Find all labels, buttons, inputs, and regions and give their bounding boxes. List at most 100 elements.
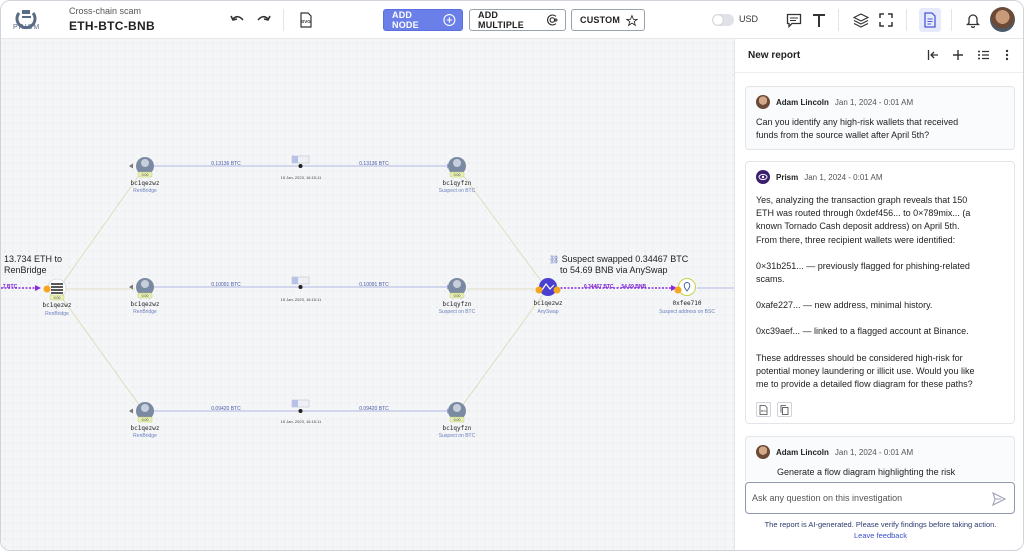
ask-placeholder: Ask any question on this investigation (752, 493, 903, 503)
message-paragraph: Yes, analyzing the transaction graph rev… (756, 194, 1004, 247)
message-date: Jan 1, 2024 - 0:01 AM (834, 97, 914, 107)
chat-message-assistant: Prism Jan 1, 2024 - 0:01 AM Yes, analyzi… (745, 161, 1015, 424)
node-tag: 0.00 (53, 296, 61, 300)
add-multiple-icon (547, 14, 559, 26)
add-node-button[interactable]: ADD NODE (383, 9, 463, 31)
collapse-panel-icon[interactable] (926, 48, 940, 62)
copy-button[interactable] (777, 402, 792, 417)
link-icon: ⛓ (549, 255, 560, 264)
node-bsc-suspect[interactable] (674, 278, 696, 296)
redo-icon[interactable] (254, 11, 272, 29)
export-pdf-button[interactable]: PDF (756, 402, 771, 417)
node-renbridge-source[interactable] (43, 278, 67, 301)
leave-feedback-link[interactable]: Leave feedback (854, 531, 907, 540)
list-icon[interactable] (976, 48, 990, 62)
graph-svg (1, 155, 734, 423)
edge-amount: 0.10091 BTC (359, 282, 389, 288)
message-line: These addresses should be considered hig… (756, 352, 963, 363)
message-line: scams. (756, 274, 785, 285)
node-tag: 0.00 (141, 294, 149, 298)
message-body: Generate a flow diagram highlighting the… (777, 466, 1004, 479)
message-line: 0xafe227... — new address, minimal histo… (756, 300, 933, 311)
add-multiple-label: ADD MULTIPLE (478, 10, 524, 30)
logo-text: PRISM (13, 24, 41, 31)
edge-amount: 0.13136 BTC (359, 161, 389, 167)
message-body: Can you identify any high-risk wallets t… (756, 116, 1004, 142)
layers-icon[interactable] (852, 11, 870, 29)
fullscreen-icon[interactable] (877, 11, 895, 29)
message-line: Can you identify any high-risk wallets t… (756, 117, 959, 127)
arrowhead (129, 408, 133, 414)
message-paragraph: These addresses should be considered hig… (756, 352, 1004, 392)
message-header: Prism Jan 1, 2024 - 0:01 AM (756, 170, 883, 184)
chat-message-user: Adam Lincoln Jan 1, 2024 - 0:01 AM Gener… (745, 436, 1015, 481)
node-renbridge-bottom[interactable] (136, 402, 154, 423)
avatar (756, 445, 770, 459)
custom-button[interactable]: CUSTOM (571, 9, 645, 31)
node-entity: RenBridge (45, 311, 69, 317)
report-icon[interactable] (921, 11, 939, 29)
node-address: bc1qezwz (130, 425, 160, 432)
node-renbridge-top[interactable] (136, 157, 154, 178)
node-suspect-top[interactable] (448, 157, 466, 178)
message-author: Adam Lincoln (776, 447, 829, 457)
node-anyswap[interactable] (535, 278, 561, 296)
plus-circle-icon (443, 13, 456, 27)
case-title[interactable]: ETH-BTC-BNB (69, 19, 155, 33)
annotation-line: to 54.69 BNB via AnySwap (560, 265, 668, 275)
message-paragraph: 0xc39aef... — linked to a flagged accoun… (756, 325, 1004, 338)
usd-toggle[interactable] (712, 14, 734, 26)
arrowhead (35, 285, 41, 291)
message-line: Generate a flow diagram highlighting the… (777, 467, 956, 477)
send-icon[interactable] (991, 491, 1007, 507)
message-line: 0×31b251... — previously flagged for phi… (756, 260, 970, 271)
user-avatar[interactable] (990, 7, 1015, 32)
export-svg-icon[interactable]: SVG (297, 11, 315, 29)
toolbar-divider (283, 9, 284, 31)
node-address: bc1qyfzn (442, 301, 472, 308)
arrowhead (129, 163, 133, 169)
node-entity: RenBridge (133, 433, 157, 439)
more-options-icon[interactable] (1000, 48, 1014, 62)
node-renbridge-mid[interactable] (136, 278, 154, 299)
ai-disclaimer: The report is AI-generated. Please verif… (764, 520, 997, 529)
annotation-line: RenBridge (4, 265, 47, 275)
message-line: Yes, analyzing the transaction graph rev… (756, 195, 968, 205)
currency-label: USD (739, 14, 759, 24)
message-line: 0xc39aef... — linked to a flagged accoun… (756, 326, 969, 337)
star-plus-icon (626, 14, 638, 26)
svg-text:PDF: PDF (761, 409, 767, 413)
edge-date: 15 Jan, 2023, 16:15:11 (280, 419, 322, 424)
annotation-text: Suspect swapped 0.34467 BTC (561, 254, 689, 264)
node-address: bc1qezwz (130, 180, 160, 187)
prism-logo-icon[interactable] (11, 7, 41, 35)
annotation-eth-renbridge[interactable]: 13.734 ETH to RenBridge (4, 254, 74, 276)
edge-date: 15 Jan, 2023, 16:15:11 (280, 297, 322, 302)
undo-icon[interactable] (229, 11, 247, 29)
edge-date: 15 Jan, 2023, 16:15:11 (280, 175, 322, 180)
comment-icon[interactable] (785, 11, 803, 29)
edge-marker (291, 276, 310, 289)
text-tool-icon[interactable] (810, 11, 828, 29)
bell-icon[interactable] (964, 11, 982, 29)
message-line: me to provide a detailed flow diagram fo… (756, 379, 973, 390)
annotation-swap[interactable]: ⛓ Suspect swapped 0.34467 BTC to 54.69 B… (549, 254, 719, 276)
toolbar-divider (838, 9, 839, 31)
node-suspect-bottom[interactable] (448, 402, 466, 423)
annotation-line: 13.734 ETH to (4, 254, 63, 264)
edge-connector (56, 166, 146, 292)
message-line: ETH was routed through 0xdef456... to 0×… (756, 208, 971, 219)
report-panel: New report Adam Lincoln Jan 1, 2024 - 0:… (734, 39, 1023, 550)
ask-input[interactable]: Ask any question on this investigation (745, 482, 1015, 514)
add-multiple-button[interactable]: ADD MULTIPLE (469, 9, 566, 31)
node-suspect-mid[interactable] (448, 278, 466, 299)
graph-canvas[interactable]: bc1qezwz RenBridge bc1qezwz RenBridge bc… (1, 39, 734, 550)
top-bar: PRISM Cross-chain scam ETH-BTC-BNB SVG A… (1, 1, 1023, 39)
incoming-edge-amount: 7 BTC (2, 284, 18, 290)
message-line: known Tornado Cash deposit address) on A… (756, 221, 960, 232)
message-header: Adam Lincoln Jan 1, 2024 - 0:01 AM (756, 445, 913, 459)
edge-amount: 0.09420 BTC (211, 406, 241, 412)
edge-connector (56, 290, 146, 414)
arrowhead (129, 284, 133, 290)
plus-icon[interactable] (951, 48, 965, 62)
